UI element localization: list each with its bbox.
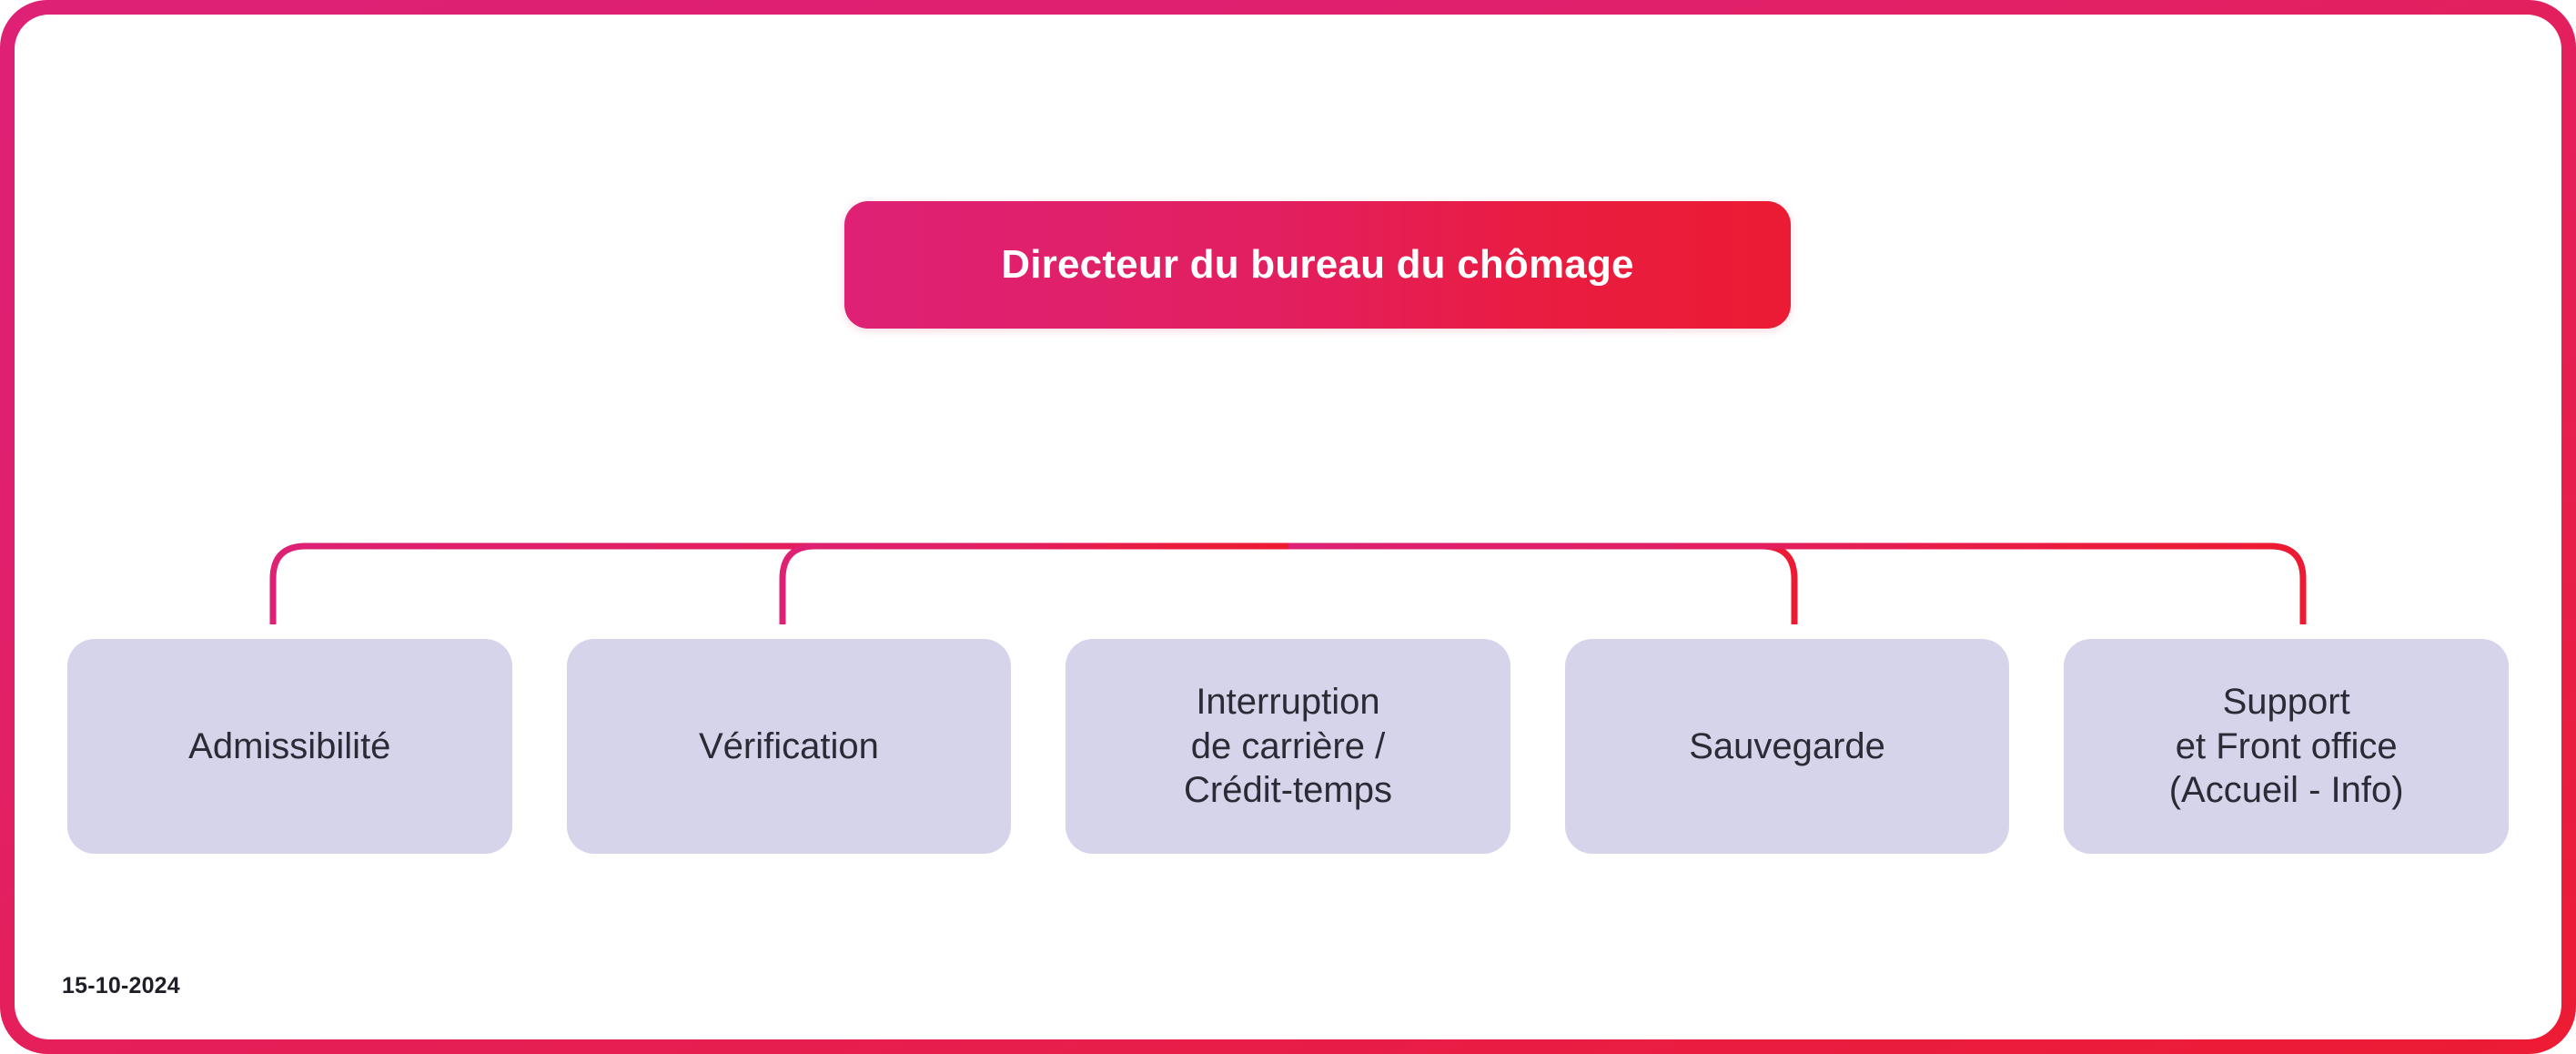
child-node-support-front-office[interactable]: Support et Front office (Accueil - Info) bbox=[2064, 639, 2509, 854]
child-node-label-line: et Front office bbox=[2175, 725, 2398, 766]
root-node-label: Directeur du bureau du chômage bbox=[1001, 242, 1634, 287]
child-node-interruption-carriere[interactable]: Interruption de carrière / Crédit-temps bbox=[1066, 639, 1510, 854]
child-node-admissibilite[interactable]: Admissibilité bbox=[67, 639, 512, 854]
child-node-label-line: Crédit-temps bbox=[1184, 770, 1392, 811]
child-node-label-line: Sauvegarde bbox=[1689, 725, 1885, 766]
connector-lines bbox=[269, 314, 2307, 624]
child-node-row: Admissibilité Vérification Interruption … bbox=[40, 639, 2536, 854]
footer-date: 15-10-2024 bbox=[62, 973, 180, 998]
child-node-sauvegarde[interactable]: Sauvegarde bbox=[1564, 639, 2010, 854]
child-node-label-line: Interruption bbox=[1196, 681, 1380, 722]
child-node-label-line: Admissibilité bbox=[188, 725, 391, 766]
child-node-verification[interactable]: Vérification bbox=[566, 639, 1012, 854]
child-node-label-line: (Accueil - Info) bbox=[2168, 770, 2404, 811]
chart-canvas: Directeur du bureau du chômage bbox=[15, 15, 2561, 1039]
child-node-label-line: Vérification bbox=[698, 725, 879, 766]
child-node-label-line: Support bbox=[2222, 681, 2350, 722]
child-node-label-line: de carrière / bbox=[1190, 725, 1386, 766]
root-node-directeur[interactable]: Directeur du bureau du chômage bbox=[844, 201, 1791, 329]
